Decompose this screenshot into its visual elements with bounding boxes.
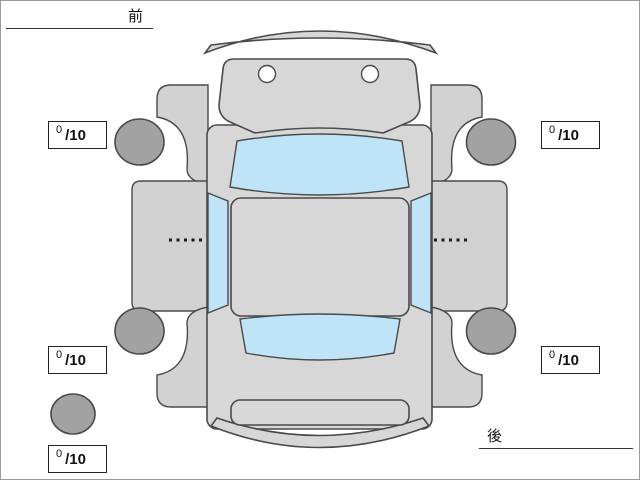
score-value: 0	[56, 348, 63, 361]
score-value: 0	[56, 447, 63, 460]
front-label-text: 前	[127, 8, 143, 25]
score-box-spare: 0 /10	[48, 445, 107, 473]
tire-rear-left	[114, 307, 165, 355]
spare-tire	[50, 393, 96, 435]
score-box-rear-left: 0 /10	[48, 346, 107, 374]
left-door-panel	[131, 180, 209, 312]
score-box-front-left: 0 /10	[48, 121, 107, 149]
score-denominator: /10	[558, 351, 579, 369]
tire-rear-right	[465, 307, 517, 355]
score-denominator: /10	[65, 351, 86, 369]
hood-washer-left-icon	[257, 64, 277, 84]
score-denominator: /10	[558, 126, 579, 144]
score-denominator: /10	[65, 450, 86, 468]
right-side-window	[410, 191, 432, 315]
rear-direction-label: 後	[479, 425, 633, 449]
hood-washer-right-icon	[360, 64, 380, 84]
score-box-front-right: 0 /10	[541, 121, 600, 149]
front-left-fender	[156, 84, 209, 186]
score-denominator: /10	[65, 126, 86, 144]
front-right-fender	[430, 84, 483, 186]
rear-right-fender	[430, 306, 483, 408]
rear-bumper	[209, 417, 431, 449]
windshield	[229, 133, 410, 196]
car-hood	[218, 58, 421, 134]
score-box-rear-right: 0 /10	[541, 346, 600, 374]
rear-label-text: 後	[487, 428, 503, 445]
left-side-window	[207, 191, 229, 315]
score-value: 0	[549, 348, 556, 361]
score-value: 0	[56, 123, 63, 136]
car-left-panels	[131, 84, 209, 408]
rear-bumper-top-bar	[230, 399, 410, 426]
tire-front-right	[465, 118, 517, 166]
car-roof	[230, 197, 410, 317]
rear-left-fender	[156, 306, 209, 408]
tire-front-left	[114, 118, 165, 166]
rear-window	[239, 313, 401, 361]
right-door-panel	[430, 180, 508, 312]
front-bumper	[202, 30, 439, 55]
score-value: 0	[549, 123, 556, 136]
front-direction-label: 前	[6, 5, 153, 29]
